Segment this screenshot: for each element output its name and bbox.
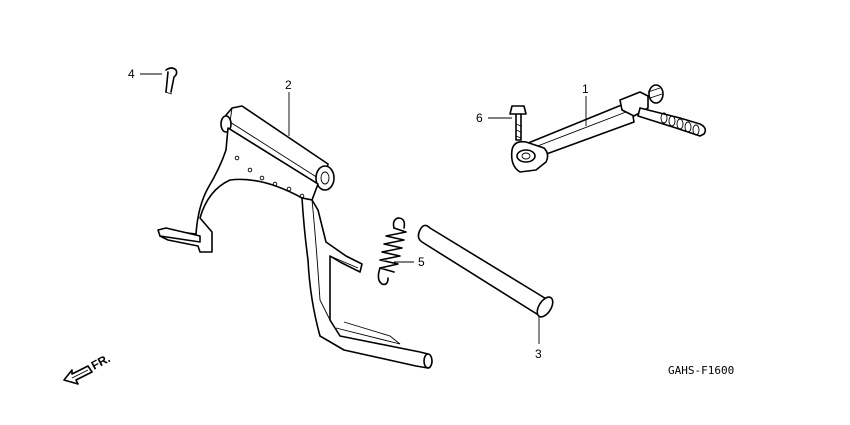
callout-3: 3 — [535, 347, 542, 361]
kick-starter-part — [510, 84, 707, 173]
callout-6: 6 — [476, 111, 483, 125]
bolt-part — [509, 105, 527, 141]
front-direction-arrow: FR. — [63, 351, 113, 385]
pivot-shaft-part — [417, 224, 554, 318]
callout-5: 5 — [418, 255, 425, 269]
main-stand-part — [157, 105, 433, 369]
spring-part — [377, 217, 407, 286]
callout-2: 2 — [285, 78, 292, 92]
cotter-pin-part — [164, 67, 178, 95]
callout-4: 4 — [128, 67, 135, 81]
callout-1: 1 — [582, 82, 589, 96]
front-direction-label: FR. — [89, 351, 113, 372]
diagram-code: GAHS-F1600 — [668, 364, 734, 377]
